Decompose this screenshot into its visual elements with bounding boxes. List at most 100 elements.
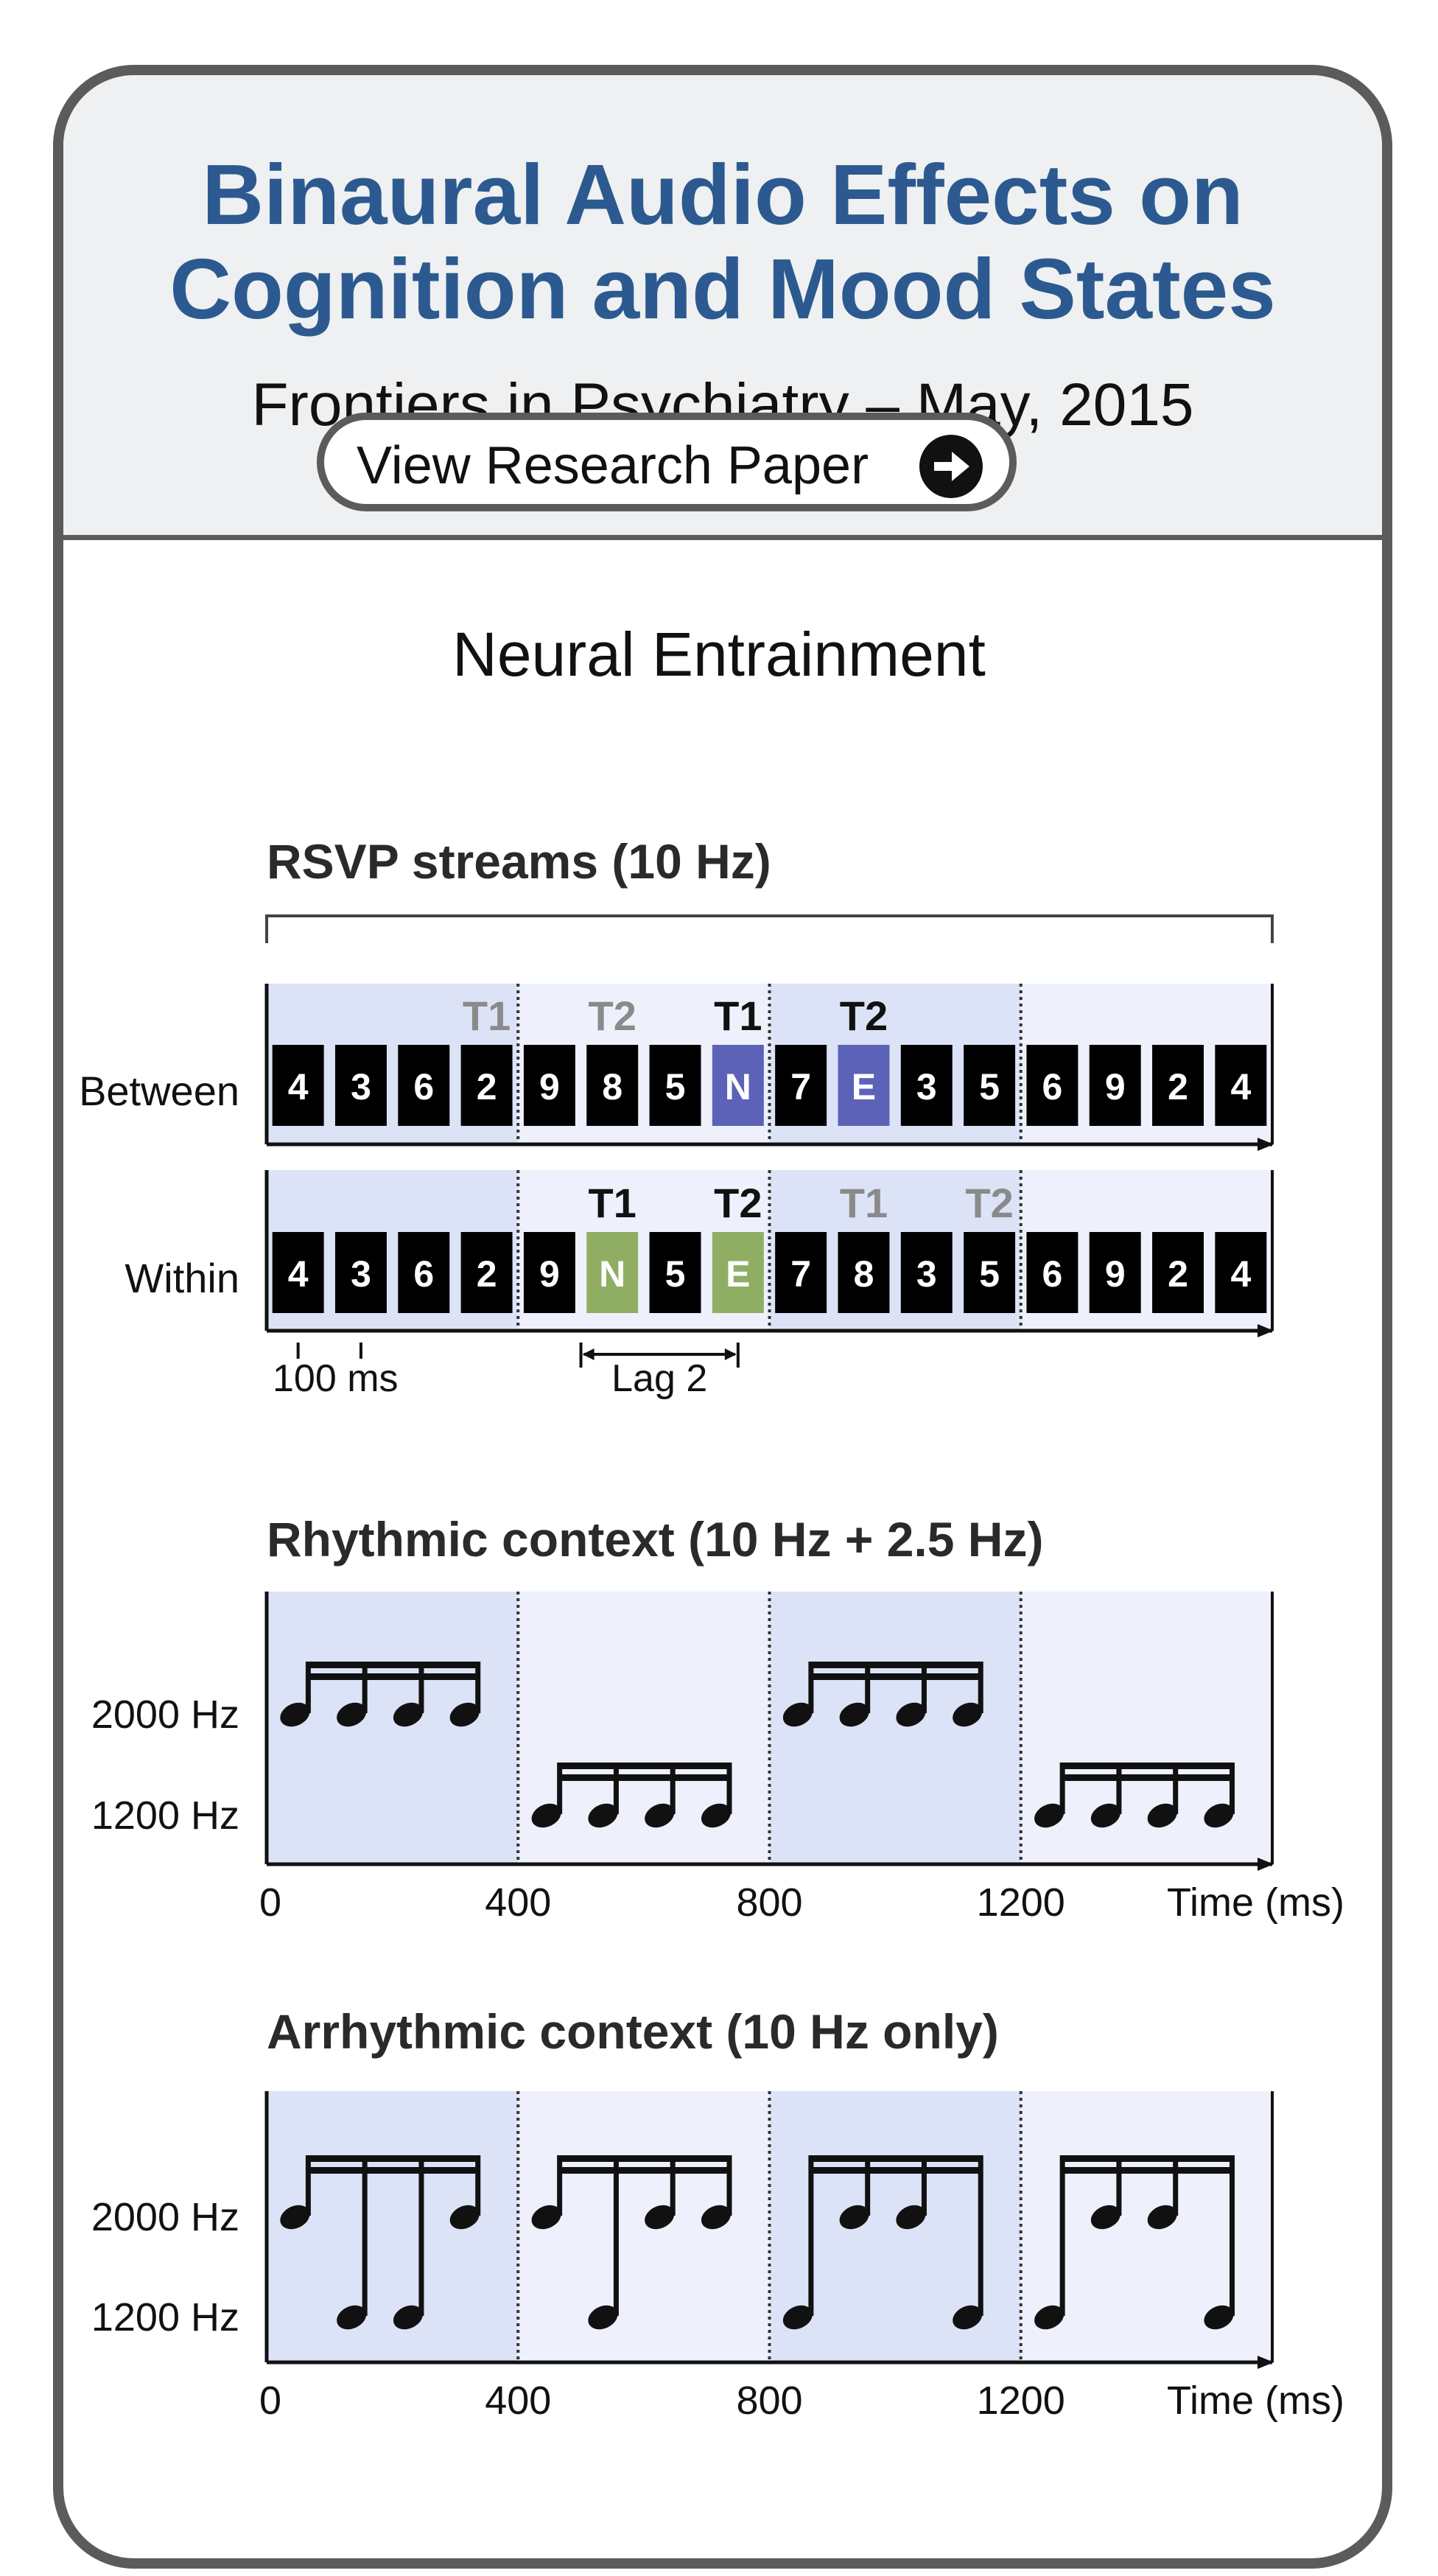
rsvp-bracket: [265, 914, 1274, 943]
shaded-segment: [267, 1592, 519, 1864]
rhythmic-beam: [808, 1673, 983, 1680]
arrhythmic-note-head: [701, 2205, 732, 2230]
rsvp-target-marker: T2: [965, 1180, 1013, 1226]
arrhythmic-time-tick: 0: [259, 2379, 281, 2423]
rhythmic-time-tick: 400: [485, 1880, 551, 1925]
time-axis-arrowhead: [1258, 2356, 1274, 2369]
rsvp-stimulus-box: [838, 1232, 890, 1313]
rhythmic-low-label: 1200 Hz: [91, 1793, 239, 1838]
rsvp-stimulus-digit: N: [725, 1066, 751, 1107]
rsvp-stimulus-box: [334, 1232, 387, 1313]
rsvp-stimulus-digit: 6: [1042, 1066, 1063, 1107]
rsvp-stimulus-digit: 8: [602, 1066, 622, 1107]
arrhythmic-note-head: [280, 2205, 310, 2230]
lag-arrow-left: [582, 1348, 595, 1360]
rsvp-stimulus-box: [838, 1045, 890, 1126]
rsvp-stimulus-digit: 5: [665, 1253, 686, 1295]
rhythmic-note-head: [531, 1803, 561, 1828]
rhythmic-high-label: 2000 Hz: [91, 1693, 239, 1737]
arrhythmic-beam: [808, 2167, 983, 2174]
arrhythmic-note-head: [1034, 2305, 1065, 2330]
rsvp-stimulus-digit: 7: [790, 1253, 811, 1295]
rsvp-stimulus-box: [1215, 1045, 1267, 1126]
shaded-segment: [1020, 1592, 1272, 1864]
arrhythmic-time-label: Time (ms): [1167, 2379, 1344, 2423]
rsvp-stimulus-box: [1089, 1045, 1141, 1126]
rhythmic-note-head: [588, 1803, 618, 1828]
rsvp-stimulus-digit: 2: [477, 1066, 497, 1107]
rsvp-stimulus-digit: 2: [477, 1253, 497, 1295]
rhythmic-beam: [1060, 1774, 1235, 1781]
rhythmic-note-head: [1204, 1803, 1234, 1828]
rsvp-stimulus-box: [1215, 1232, 1267, 1313]
rhythmic-note-head: [953, 1702, 983, 1727]
arrhythmic-time-tick: 400: [485, 2379, 551, 2423]
arrow-right-circle-icon: [919, 435, 983, 498]
shaded-segment: [267, 2091, 519, 2362]
rsvp-target-marker: T2: [840, 993, 888, 1039]
paper-title-line-2: Cognition and Mood States: [169, 241, 1276, 337]
arrhythmic-beam: [306, 2167, 480, 2174]
rhythmic-beam: [557, 1763, 732, 1769]
rhythmic-note-head: [1090, 1803, 1120, 1828]
rsvp-target-marker: T1: [463, 993, 511, 1039]
rsvp-stimulus-digit: 7: [790, 1066, 811, 1107]
lag-arrow-right: [724, 1348, 737, 1360]
rsvp-stimulus-box: [649, 1045, 701, 1126]
paper-title-line-1: Binaural Audio Effects on: [202, 147, 1244, 242]
rsvp-stimulus-digit: 9: [539, 1253, 560, 1295]
rsvp-stimulus-box: [586, 1232, 639, 1313]
arrhythmic-note-head: [953, 2305, 983, 2330]
arrhythmic-note-head: [337, 2305, 367, 2330]
rhythmic-beam: [1060, 1763, 1235, 1769]
rsvp-target-marker: T2: [714, 1180, 762, 1226]
rsvp-stimulus-box: [586, 1045, 639, 1126]
arrhythmic-note-head: [588, 2305, 618, 2330]
rsvp-stimulus-box: [649, 1232, 701, 1313]
rsvp-stimulus-box: [460, 1045, 513, 1126]
rhythmic-time-tick: 1200: [977, 1880, 1065, 1925]
rsvp-stimulus-box: [964, 1045, 1016, 1126]
arrhythmic-beam: [808, 2155, 983, 2162]
rsvp-stimulus-digit: 8: [854, 1253, 874, 1295]
arrhythmic-time-tick: 800: [736, 2379, 802, 2423]
rsvp-stimulus-box: [272, 1232, 324, 1313]
rsvp-target-marker: T1: [589, 1180, 636, 1226]
rsvp-stimulus-digit: E: [852, 1066, 876, 1107]
rhythmic-note-head: [337, 1702, 367, 1727]
view-research-paper-label: View Research Paper: [357, 436, 869, 495]
rsvp-stimulus-box: [964, 1232, 1016, 1313]
time-axis-arrowhead: [1258, 1138, 1274, 1151]
rsvp-stimulus-box: [398, 1045, 450, 1126]
arrhythmic-note-head: [645, 2205, 675, 2230]
rsvp-row-label: Within: [124, 1255, 239, 1301]
rsvp-stimulus-digit: 6: [1042, 1253, 1063, 1295]
rsvp-stimulus-digit: 3: [351, 1066, 371, 1107]
rsvp-target-marker: T1: [840, 1180, 888, 1226]
arrhythmic-note-head: [531, 2205, 561, 2230]
rsvp-stimulus-digit: 3: [351, 1253, 371, 1295]
rsvp-stimulus-box: [712, 1232, 764, 1313]
rsvp-stimulus-box: [775, 1045, 827, 1126]
rsvp-row-label: Between: [79, 1068, 239, 1114]
rsvp-stimulus-digit: 5: [979, 1253, 1000, 1295]
rsvp-stimulus-digit: 9: [1105, 1253, 1126, 1295]
rhythmic-beam: [306, 1673, 480, 1680]
shaded-segment: [518, 2091, 770, 2362]
rsvp-heading: RSVP streams (10 Hz): [267, 834, 771, 889]
view-research-paper-button[interactable]: View Research Paper: [317, 413, 1017, 511]
rsvp-stimulus-digit: 9: [539, 1066, 560, 1107]
card-header: Binaural Audio Effects on Cognition and …: [63, 75, 1382, 540]
rsvp-stimulus-box: [398, 1232, 450, 1313]
arrhythmic-note-head: [1090, 2205, 1120, 2230]
rsvp-stimulus-box: [1026, 1045, 1078, 1126]
arrhythmic-note-head: [449, 2205, 480, 2230]
shaded-segment: [518, 1592, 770, 1864]
rhythmic-note-head: [839, 1702, 869, 1727]
arrhythmic-beam: [1060, 2155, 1235, 2162]
rsvp-stimulus-box: [900, 1232, 953, 1313]
rsvp-stimulus-box: [900, 1045, 953, 1126]
rsvp-stimulus-digit: 3: [916, 1253, 937, 1295]
rsvp-stimulus-digit: 2: [1168, 1253, 1188, 1295]
rsvp-stimulus-box: [1152, 1232, 1204, 1313]
